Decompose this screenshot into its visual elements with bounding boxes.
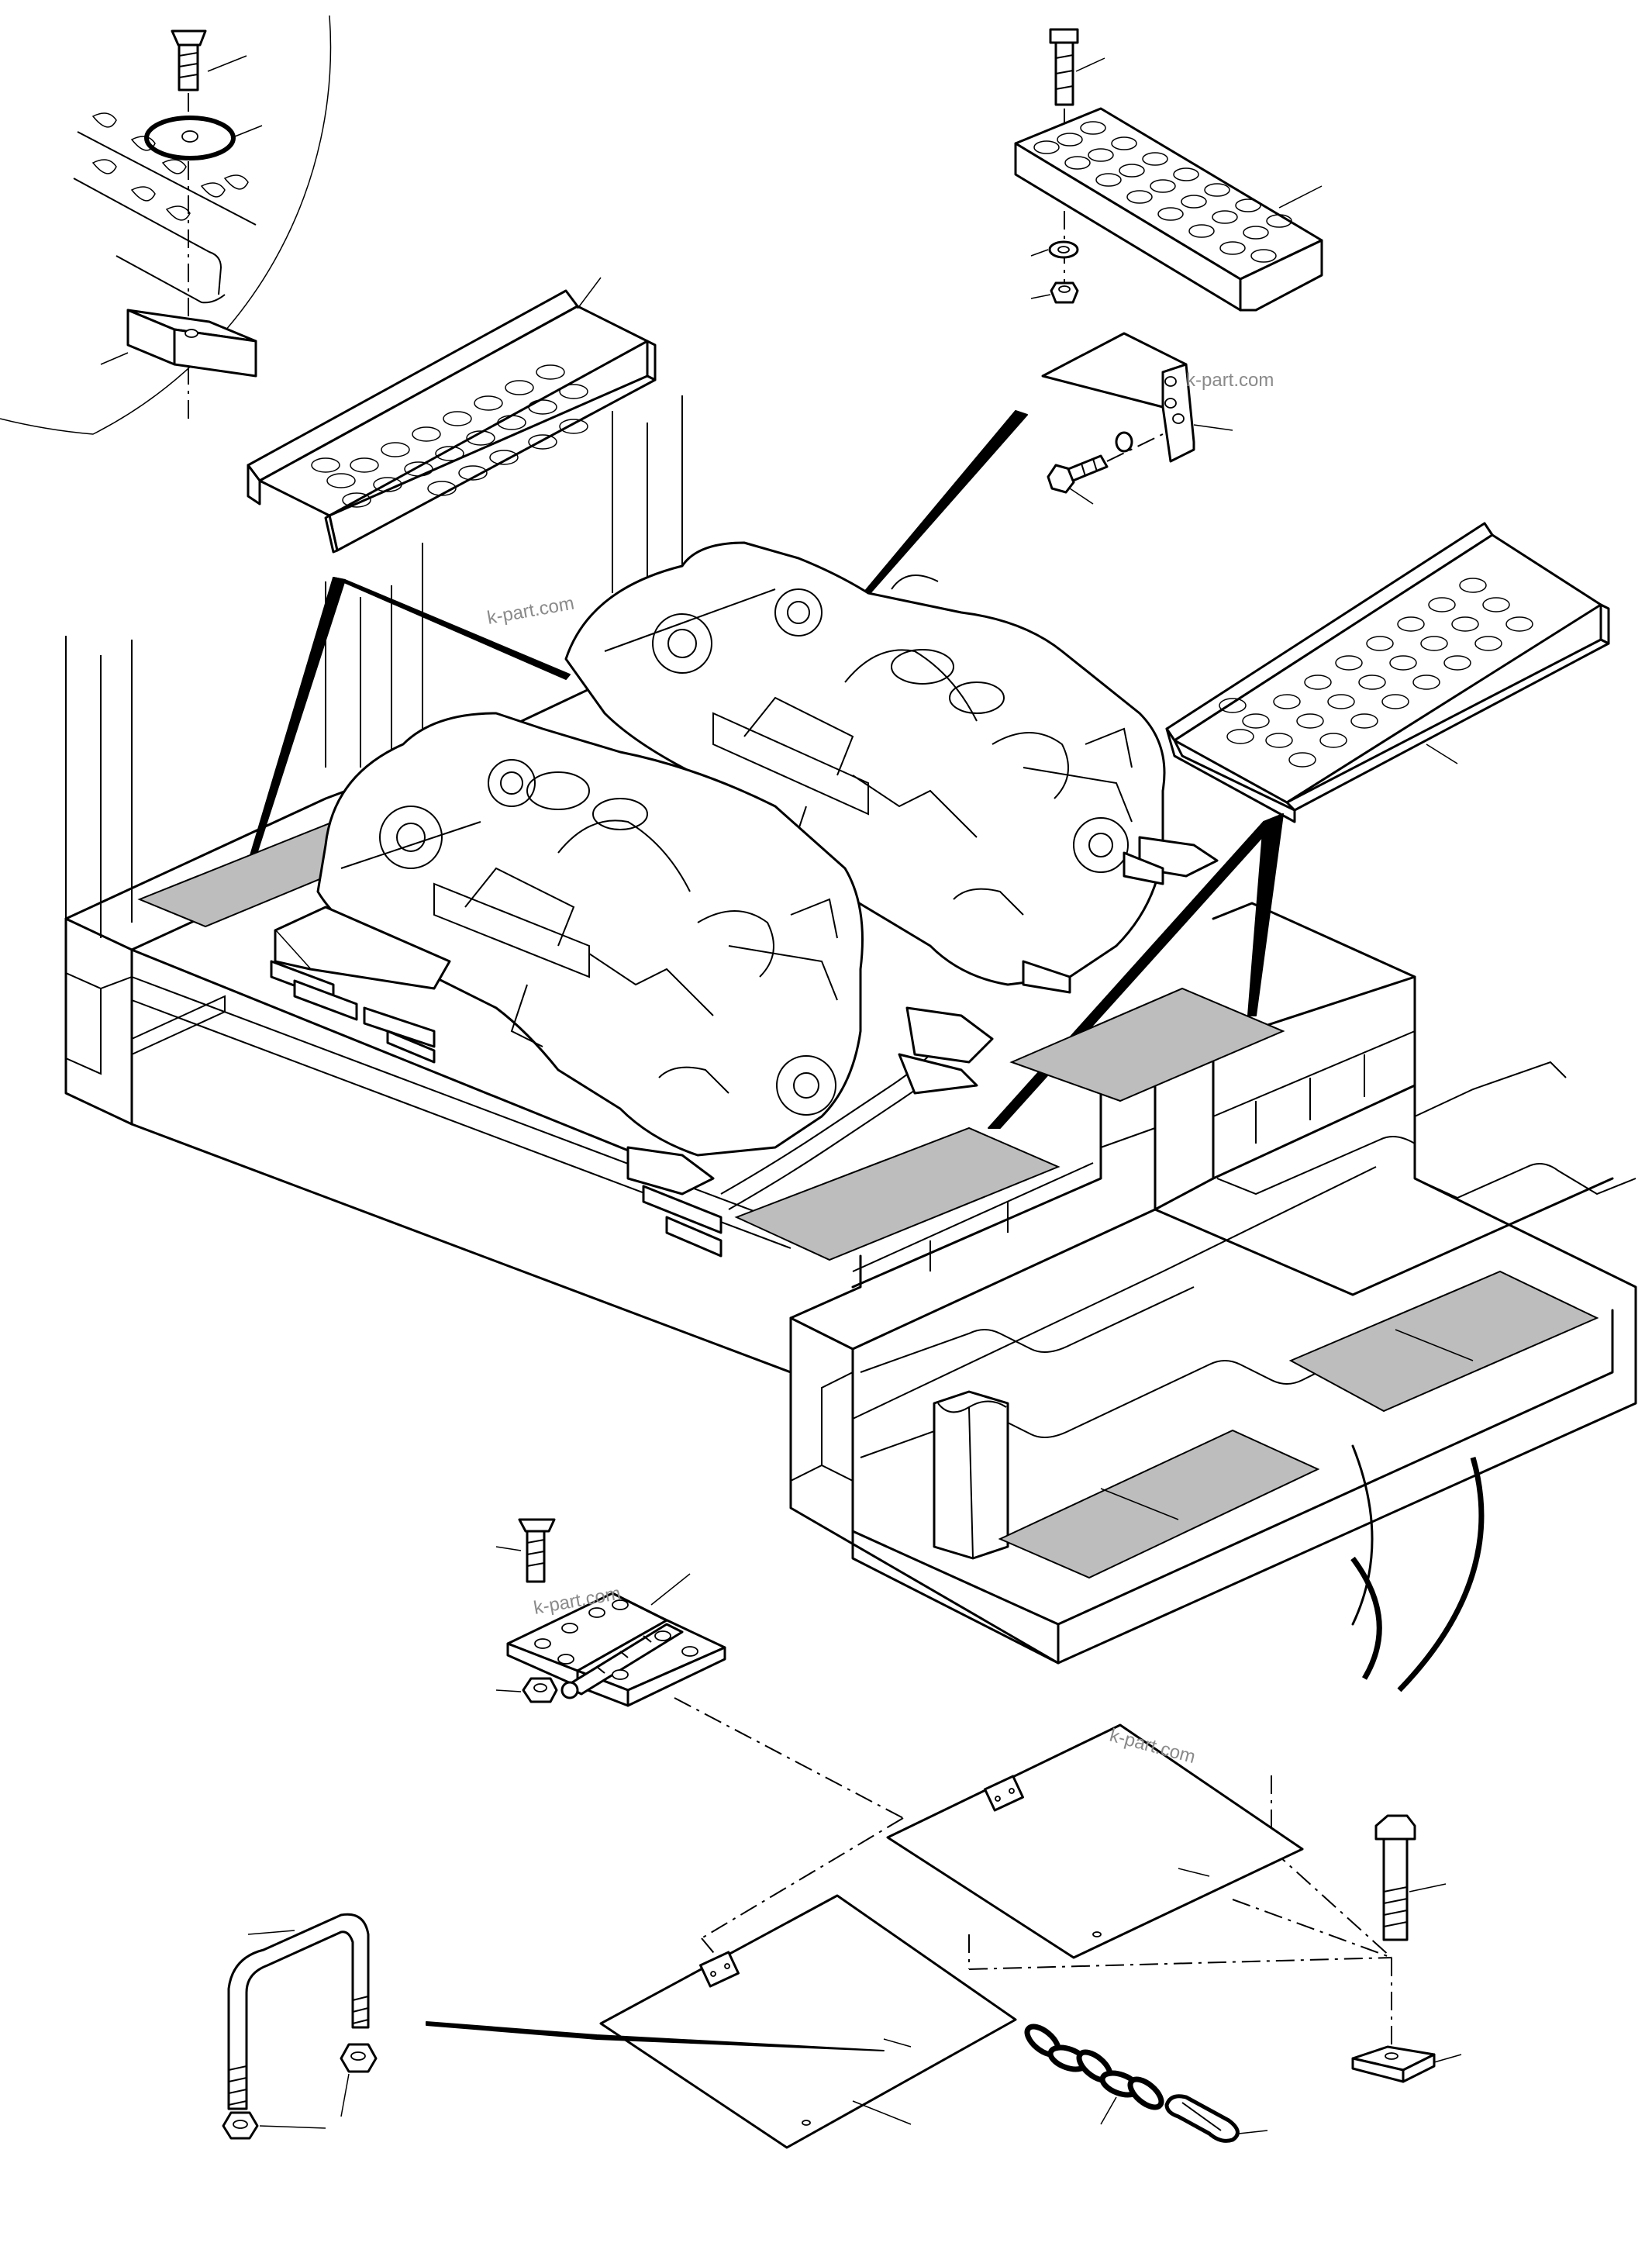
countersunk-bolt-icon: [171, 29, 207, 91]
leader-wedge: [333, 577, 571, 680]
watermark-text: k-part.com: [485, 593, 575, 629]
nut-icon: [1050, 281, 1079, 304]
hex-bolt-icon: [1049, 28, 1079, 106]
leader-wedge: [426, 2021, 885, 2051]
step-grating-upper-right: [1014, 28, 1323, 312]
clamp-washer-icon: [144, 116, 236, 160]
hinge: k-part.com: [495, 1518, 726, 1707]
washer-icon: [1115, 431, 1133, 453]
washer-icon: [1048, 240, 1079, 259]
watermark-text: k-part.com: [1186, 370, 1274, 391]
nut-icon: [340, 2043, 378, 2073]
detail-circle: [0, 15, 332, 435]
leader-wedge: [861, 410, 1028, 598]
nut-icon: [522, 1677, 558, 1703]
hex-bolt-icon: [1047, 454, 1109, 494]
hex-bolt-with-block: [1351, 1814, 1462, 2083]
nut-icon: [222, 2111, 259, 2140]
engine-assembly-front: [270, 712, 994, 1258]
step-grating-upper-left: [247, 277, 657, 554]
leader-wedge: [1247, 813, 1284, 1016]
countersunk-bolt-icon: [518, 1518, 556, 1583]
u-bolt: [222, 1913, 378, 2140]
cover-plate-left: [599, 1894, 1017, 2149]
chain: [1024, 2024, 1164, 2125]
spacer-block-icon: [126, 309, 257, 378]
step-grating-right: [1165, 522, 1610, 823]
cover-plate-right: k-part.com: [886, 1723, 1304, 1959]
mounting-bracket: k-part.com: [1041, 332, 1274, 505]
corner-post: [933, 1390, 1009, 1560]
snap-hook: [1164, 2094, 1268, 2143]
grating-section-icon: [73, 112, 257, 304]
